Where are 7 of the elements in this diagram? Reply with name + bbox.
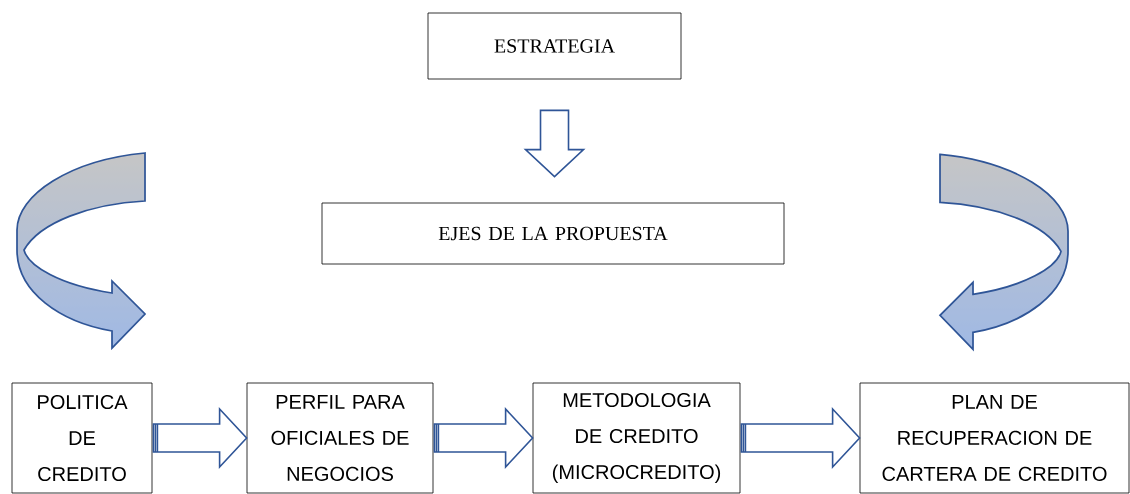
process-box: PERFIL PARA OFICIALES DE NEGOCIOS xyxy=(246,382,434,494)
title-box: ESTRATEGIA xyxy=(427,12,682,80)
block-arrow xyxy=(523,109,586,178)
process-box: METODOLOGIA DE CREDITO (MICROCREDITO) xyxy=(532,382,741,494)
process-box: POLITICA DE CREDITO xyxy=(11,382,153,494)
title-box: EJES DE LA PROPUESTA xyxy=(321,202,785,265)
process-box: PLAN DE RECUPERACION DE CARTERA DE CREDITO xyxy=(859,382,1130,494)
